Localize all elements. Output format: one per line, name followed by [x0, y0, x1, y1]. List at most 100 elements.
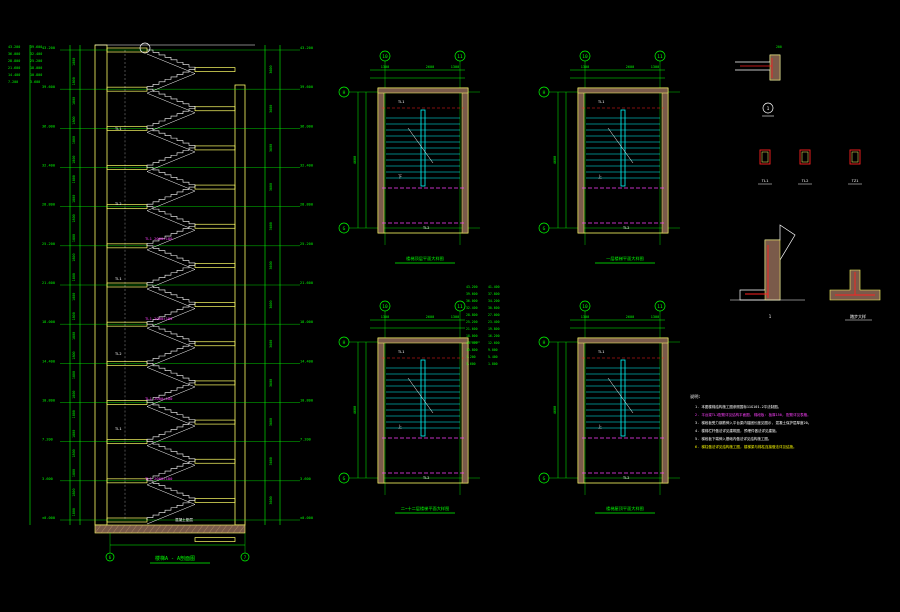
beam-note: TL1 2000×180: [145, 236, 173, 241]
flight-soffit: [146, 73, 196, 94]
level-value-left: 25.200: [42, 242, 55, 246]
height-dim: 1800: [72, 214, 76, 222]
stair-flight-lower: [146, 225, 195, 246]
level-value-right: ±0.000: [300, 516, 313, 520]
cut-line: [607, 377, 634, 414]
height-dim: 1800: [72, 195, 76, 203]
table-cell: 25.200: [466, 320, 478, 324]
stair-flight-upper: [147, 284, 196, 305]
flight-soffit: [146, 445, 196, 466]
level-table-cell: 3.600: [30, 80, 40, 84]
level-table-cell: 21.600: [8, 66, 20, 70]
handrail: [620, 359, 626, 437]
level-table-cell: 32.400: [30, 52, 42, 56]
hatch-line: [112, 524, 120, 534]
table-cell: 43.200: [466, 285, 478, 289]
axis-bubble-right: [240, 552, 250, 562]
hatch-line: [226, 524, 234, 534]
beam-note: TL1 2000×180: [145, 316, 173, 321]
dim-text: 200: [776, 45, 782, 49]
height-dim: 3600: [269, 418, 273, 426]
dim-text-vertical: 4600: [353, 406, 357, 414]
row-label: G: [343, 476, 346, 482]
hatch-line: [232, 524, 240, 534]
note-line: 2. 平台梁TL1配筋详见结构平面图, 梯段板: 板厚150, 配筋详见表格。: [695, 412, 811, 417]
detail-1-hatch: [769, 54, 781, 81]
table-cell: 32.400: [466, 306, 478, 310]
level-value-left: 21.600: [42, 281, 55, 285]
table-cell: 10.800: [466, 348, 478, 352]
row-label: G: [543, 476, 546, 482]
level-table-cell: 7.200: [8, 80, 18, 84]
level-table-cell: 10.800: [30, 73, 42, 77]
wall-hatch-right: [661, 337, 669, 484]
level-value-left: 3.600: [42, 477, 53, 481]
handrail: [420, 109, 426, 187]
axis-label: 10: [582, 54, 588, 60]
flight-label: TL2: [115, 202, 122, 206]
hatch-line: [208, 524, 216, 534]
dim-text: 1300: [451, 315, 459, 319]
note-line: 4. 楼梯栏杆做法详见建筑图, 预埋件做法详见建施。: [695, 428, 779, 433]
beam-note: TL1 2000×180: [145, 396, 173, 401]
height-dim: 1800: [72, 449, 76, 457]
flight-soffit: [146, 132, 196, 153]
row-label: H: [543, 340, 546, 346]
row-label: H: [343, 340, 346, 346]
hatch-line: [136, 524, 144, 534]
mid-landing-slab: [194, 302, 236, 307]
table-cell: 41.400: [488, 285, 500, 289]
flight-label: TL1: [115, 427, 122, 431]
hatch-line: [130, 524, 138, 534]
foundation-label: 混凝土垫层: [175, 517, 193, 522]
wall-hatch-right: [461, 337, 469, 484]
dim-text: 2600: [426, 315, 434, 319]
table-cell: 34.200: [488, 299, 500, 303]
stirrup: [851, 151, 859, 163]
mid-landing-slab: [194, 145, 236, 151]
mid-landing-slab: [194, 498, 236, 503]
stair-flight-upper: [147, 88, 196, 109]
level-value-right: 10.800: [300, 399, 313, 403]
level-value-right: 14.400: [300, 359, 313, 363]
axis-label: 7: [244, 555, 247, 560]
beam-section-label: TL1: [762, 178, 770, 183]
flight-soffit: [146, 151, 196, 172]
section-symbol: [139, 42, 151, 54]
wall-hatch-top: [577, 337, 669, 344]
cut-line: [407, 127, 434, 164]
wall-hatch-left: [377, 337, 385, 484]
dim-text-vertical: 4600: [553, 156, 557, 164]
plan-title: 楼梯顶层平面大样图: [406, 255, 444, 262]
row-label: H: [343, 90, 346, 96]
table-cell: 27.000: [488, 313, 500, 317]
hatch-line: [178, 524, 186, 534]
flight-label: TL2: [115, 352, 122, 356]
plan-title: 二~十二层楼梯平面大样图: [401, 505, 450, 512]
stair-flight-upper: [147, 128, 196, 148]
table-cell: 39.600: [466, 292, 478, 296]
beam-tag: TL1: [398, 100, 404, 104]
flight-label: TL1: [115, 277, 122, 281]
axis-label: 11: [657, 304, 663, 310]
height-dim: 3600: [269, 144, 273, 152]
stirrup: [801, 151, 809, 163]
notes-block: 说明:1. 本图楼梯结构施工图参照国标11G101-2平法制图。2. 平台梁TL…: [690, 393, 811, 449]
detail-2-title: 1: [769, 314, 772, 319]
level-value-left: 32.400: [42, 164, 55, 168]
beam-section-label: TZ1: [852, 178, 860, 183]
level-value-right: 39.600: [300, 85, 313, 89]
height-dim: 3600: [269, 300, 273, 308]
table-cell: 21.600: [466, 327, 478, 331]
beam-section-label: TL2: [802, 178, 809, 183]
flight-soffit: [146, 347, 196, 368]
height-dim: 1800: [72, 508, 76, 516]
level-table-cell: 39.600: [30, 45, 42, 49]
plan-title: 楼梯屋顶平面大样图: [606, 505, 644, 512]
height-dim: 1800: [72, 116, 76, 124]
level-value-right: 43.200: [300, 46, 313, 50]
height-dim: 1800: [72, 77, 76, 85]
